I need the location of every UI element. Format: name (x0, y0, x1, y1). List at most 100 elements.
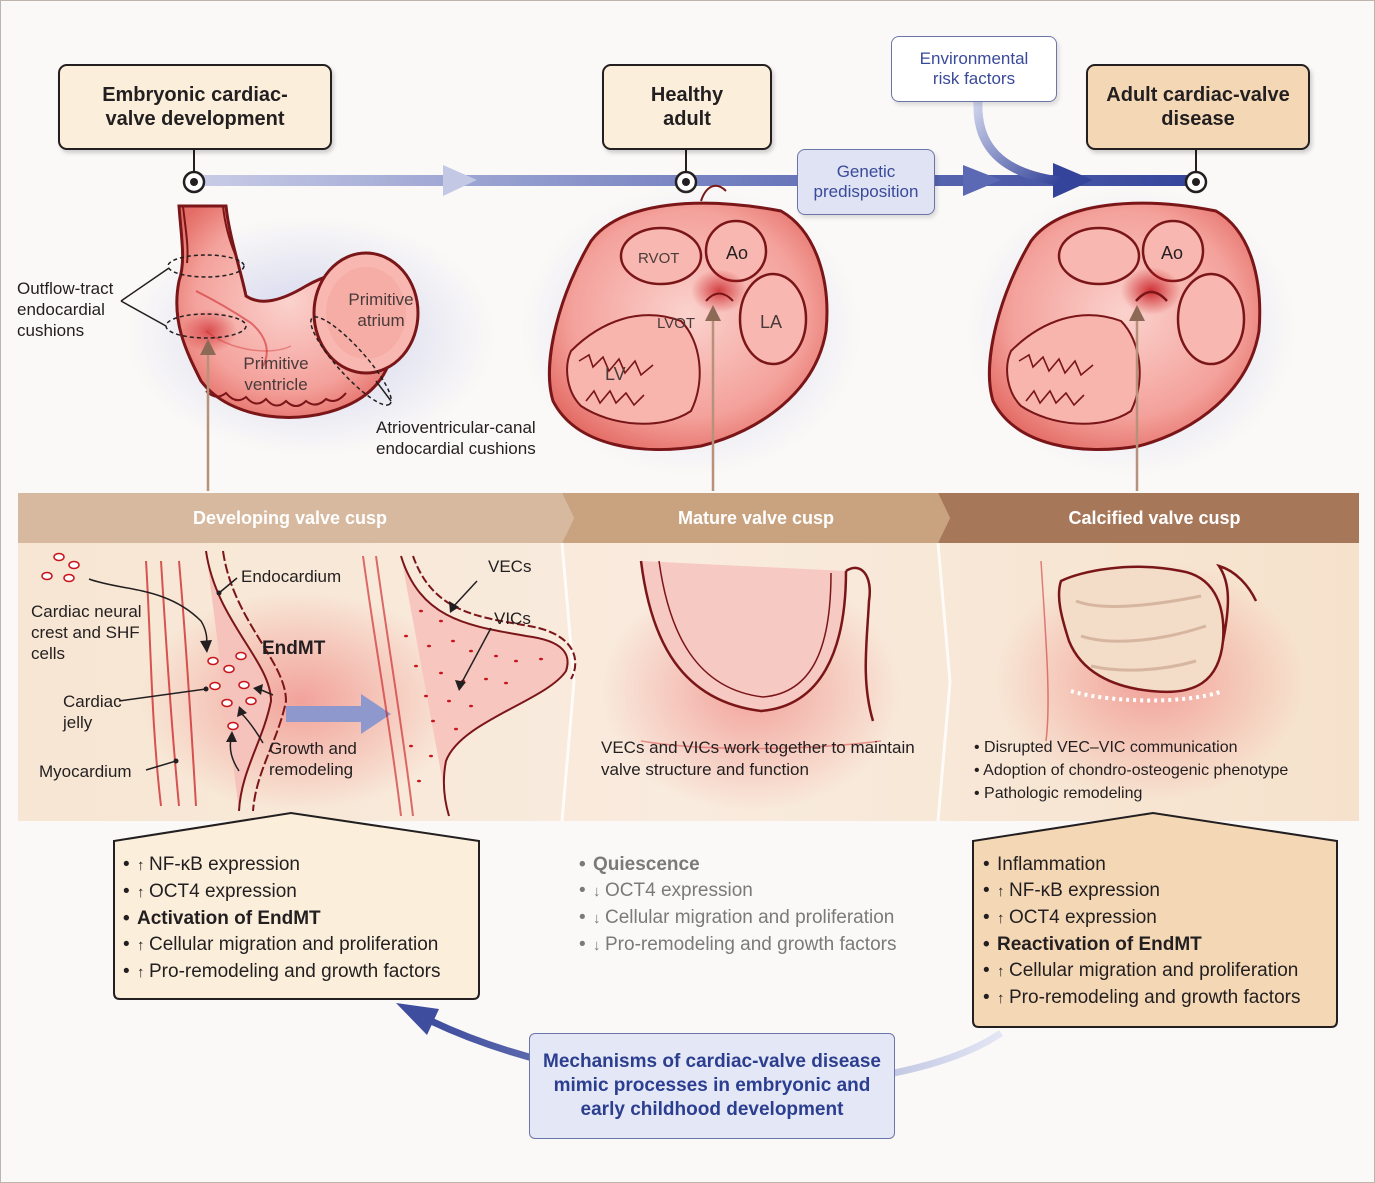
list-item-text: OCT4 expression (1009, 907, 1157, 928)
list-item-text: OCT4 expression (605, 880, 753, 901)
up-arrow-icon: ↑ (137, 884, 145, 901)
mature-note: VECs and VICs work together to maintain … (601, 738, 915, 779)
stage-title: Adult cardiac-valve disease (1106, 84, 1290, 130)
list-item: •↑Pro-remodeling and growth factors (123, 959, 440, 986)
stage-box-healthy: Healthy adult (602, 64, 772, 150)
disease-list-box (972, 811, 1338, 1028)
list-item-text: Cellular migration and proliferation (605, 907, 895, 928)
endocardium-label: Endocardium (241, 567, 342, 586)
list-item: • ↑Pro-remodeling and growth factors (983, 985, 1300, 1012)
list-item-text: Activation of EndMT (137, 908, 321, 929)
environmental-risk-box: Environmental risk factors (891, 36, 1057, 102)
list-item: • ↓Cellular migration and proliferation (579, 905, 896, 932)
genetic-predisposition-box: Genetic predisposition (797, 149, 935, 215)
list-item: •Inflammation (983, 852, 1300, 878)
band-title-mature: Mature valve cusp (677, 507, 835, 528)
list-item: • Reactivation of EndMT (983, 932, 1300, 958)
list-item: • Quiescence (579, 852, 896, 878)
band-title-calcified: Calcified valve cusp (1068, 507, 1241, 528)
bullet-icon: • (579, 854, 586, 875)
bullet-icon: • (123, 908, 130, 929)
bullet-icon: • (983, 960, 990, 981)
list-item: • Activation of EndMT (123, 906, 440, 932)
up-arrow-icon: ↑ (137, 857, 145, 874)
up-arrow-icon: ↑ (137, 937, 145, 954)
list-item-text: Cellular migration and proliferation (149, 934, 439, 955)
av-canal-label: Atrioventricular-canal endocardial cushi… (376, 418, 536, 458)
developing-cusp-art (41, 550, 577, 817)
calcified-cusp-art (996, 560, 1306, 801)
outflow-label: Outflow-tract endocardial cushions (17, 279, 114, 340)
bullet-icon: • (983, 854, 990, 875)
disease-ao-label: Ao (1161, 243, 1184, 263)
up-arrow-icon: ↑ (137, 964, 145, 981)
list-item-text: Quiescence (593, 854, 700, 875)
cushion-outline (167, 254, 245, 278)
bullet-icon: • (983, 907, 990, 928)
adult-heart (521, 184, 861, 476)
list-item-text: NF-κB expression (1009, 880, 1160, 901)
list-item: • ↑NF-κB expression (983, 878, 1300, 905)
band-header-calcified (938, 493, 1359, 543)
up-arrow-icon: ↑ (997, 990, 1005, 1007)
stage-box-embryonic: Embryonic cardiac-valve development (58, 64, 332, 150)
timeline-arrowhead (963, 165, 1001, 196)
band-to-heart-arrows (200, 305, 1145, 491)
lvot-label: LVOT (657, 315, 696, 332)
stage-title: Healthy adult (650, 84, 724, 130)
list-item: •↑OCT4 expression (983, 905, 1300, 932)
timeline-node (182, 170, 206, 194)
list-item-text: Cellular migration and proliferation (1009, 960, 1299, 981)
list-item-text: Pro-remodeling and growth factors (605, 934, 897, 955)
list-item-text: Reactivation of EndMT (997, 934, 1202, 955)
lv-label: LV (605, 364, 626, 384)
stage-box-disease: Adult cardiac-valve disease (1086, 64, 1310, 150)
list-item: •↑OCT4 expression (123, 879, 440, 906)
up-arrow-icon: ↑ (997, 883, 1005, 900)
list-item-text: NF-κB expression (149, 854, 300, 875)
environmental-arrow (973, 100, 1060, 186)
cardiac-jelly-label: Cardiac jelly (63, 692, 122, 732)
mechanisms-box: Mechanisms of cardiac-valve disease mimi… (529, 1033, 895, 1139)
stage-title: Embryonic cardiac-valve development (102, 84, 288, 130)
growth-arrow (286, 694, 391, 734)
ventricle-label: Primitive ventricle (243, 354, 309, 394)
calcified-note-item: • Disrupted VEC–VIC communication (974, 739, 1238, 756)
bullet-icon: • (579, 880, 586, 901)
down-arrow-icon: ↓ (593, 910, 601, 927)
list-item-text: Pro-remodeling and growth factors (1009, 987, 1301, 1008)
bullet-icon: • (579, 934, 586, 955)
list-item: •↓Pro-remodeling and growth factors (579, 932, 896, 959)
down-arrow-icon: ↓ (593, 883, 601, 900)
band-header-developing (18, 493, 574, 543)
bullet-icon: • (983, 880, 990, 901)
endmt-label: EndMT (262, 638, 326, 659)
list-item: •↑Cellular migration and proliferation (983, 958, 1300, 985)
healthy-bullet-list: • Quiescence • ↓OCT4 expression • ↓Cellular m… (579, 852, 896, 959)
list-item: • ↓OCT4 expression (579, 878, 896, 905)
disease-bullet-list: •Inflammation•↑NF-κB expression•↑OCT4 ex… (983, 852, 1300, 1012)
embryonic-heart (120, 204, 496, 456)
growth-remodeling-label: Growth and remodeling (269, 739, 357, 779)
calcified-note-item: • Adoption of chondro-osteogenic phenoty… (974, 762, 1289, 779)
environmental-label: Environmental risk factors (919, 49, 1029, 88)
embryonic-bullet-list: •↑NF-κB expression•↑OCT4 expression•Acti… (123, 852, 440, 986)
vics-label: VICs (494, 609, 531, 628)
rvot-label: RVOT (638, 250, 680, 267)
timeline-node (1184, 170, 1208, 194)
bullet-icon: • (983, 934, 990, 955)
list-item-text: OCT4 expression (149, 881, 297, 902)
mechanisms-text: Mechanisms of cardiac-valve disease mimi… (543, 1051, 881, 1120)
atrium-label: Primitive atrium (348, 290, 414, 330)
list-item: • ↑Cellular migration and proliferation (123, 932, 440, 959)
band-title-developing: Developing valve cusp (192, 507, 388, 528)
embryonic-list-box (113, 811, 480, 1000)
list-item: •↑NF-κB expression (123, 852, 440, 879)
myocardium-label: Myocardium (39, 762, 132, 781)
bullet-icon: • (983, 987, 990, 1008)
bullet-icon: • (579, 907, 586, 928)
calcified-note-item: • Pathologic remodeling (974, 785, 1143, 802)
bullet-icon: • (123, 934, 130, 955)
